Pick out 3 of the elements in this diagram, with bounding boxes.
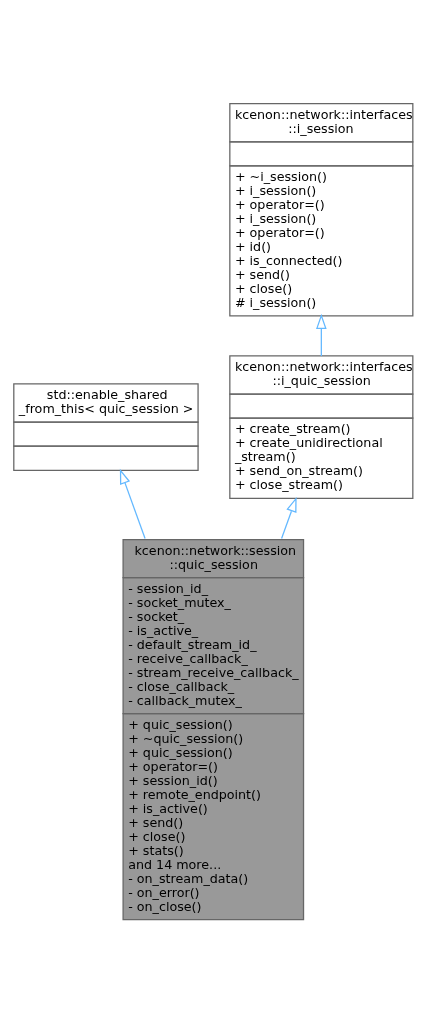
arrow xyxy=(119,468,146,539)
arrow xyxy=(316,313,327,357)
arrow xyxy=(280,496,297,539)
